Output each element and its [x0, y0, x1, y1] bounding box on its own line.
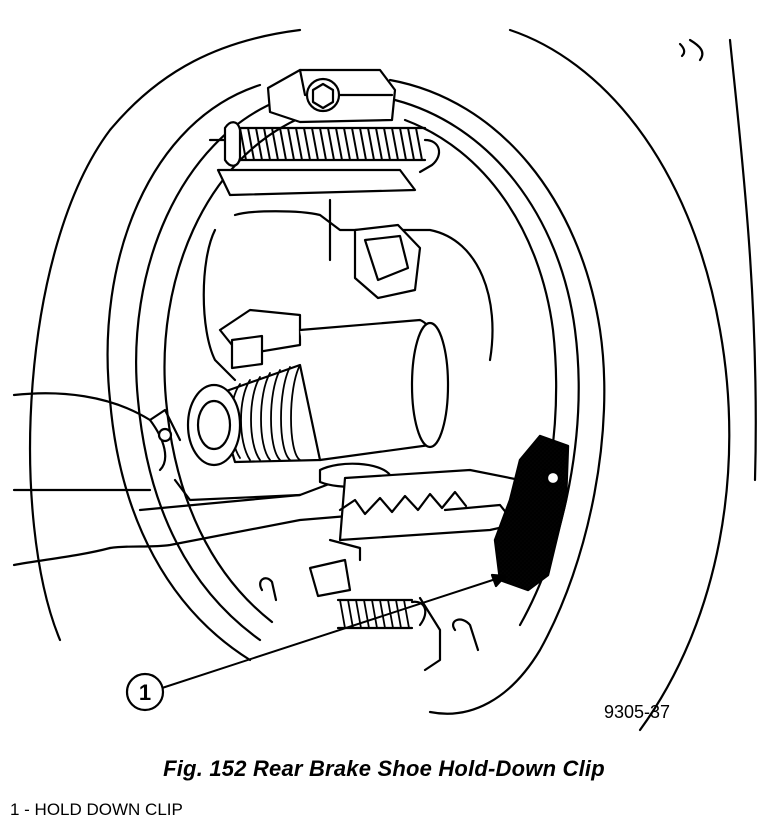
- anchor-pin-block: [266, 68, 397, 124]
- hand-with-screwdriver: [12, 392, 362, 567]
- figure-code: 9305-37: [604, 702, 670, 722]
- brake-assembly-illustration: 1 9305-37: [12, 28, 757, 732]
- backing-plate: [29, 28, 757, 732]
- legend-item-1: 1 - HOLD DOWN CLIP: [10, 800, 183, 819]
- lower-return-spring: [259, 558, 480, 672]
- callout-leader-line: [161, 575, 506, 689]
- callout-1: 1: [125, 672, 165, 712]
- figure-caption: Fig. 152 Rear Brake Shoe Hold-Down Clip: [163, 756, 605, 781]
- upper-return-spring: [208, 121, 441, 197]
- adjuster-and-lower-shoe: [318, 462, 537, 562]
- callout-1-number: 1: [139, 680, 151, 705]
- axle-shaft: [186, 318, 450, 467]
- hold-down-clip: [493, 434, 570, 592]
